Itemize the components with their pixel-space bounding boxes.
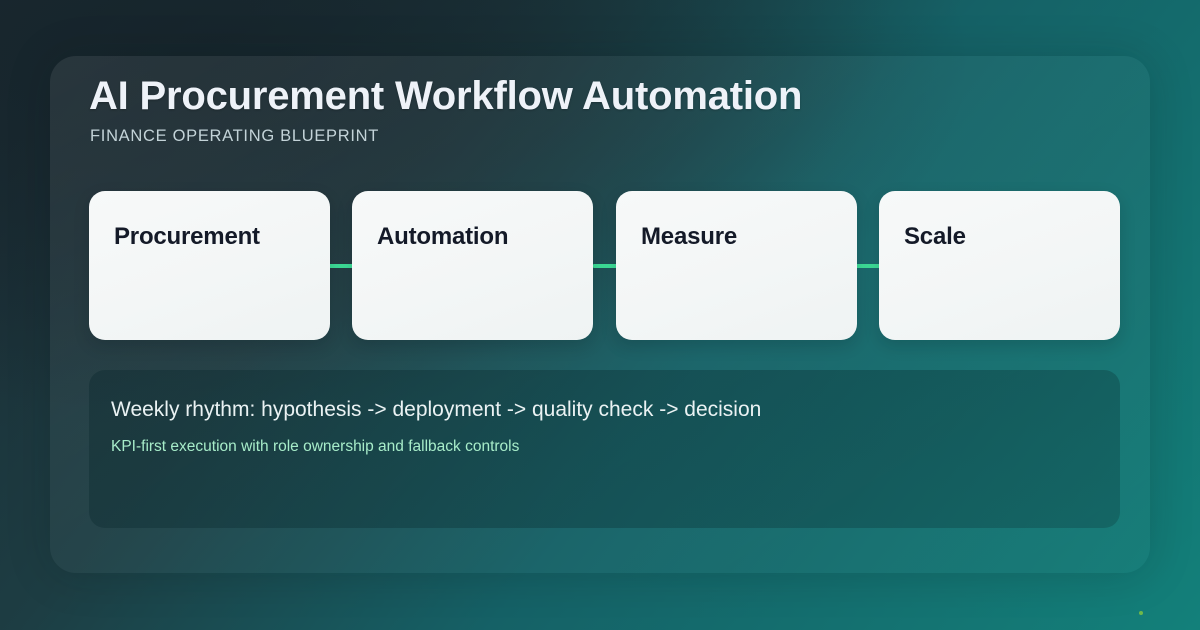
summary-headline: Weekly rhythm: hypothesis -> deployment … (111, 398, 762, 421)
step-card-label: Scale (904, 223, 966, 250)
step-card-measure[interactable]: Measure (616, 191, 857, 340)
workflow-step-list: Procurement Automation Measure Scale (89, 191, 1120, 340)
step-connector-3 (856, 264, 885, 268)
step-card-label: Measure (641, 223, 737, 250)
step-card-label: Automation (377, 223, 509, 250)
step-card-automation[interactable]: Automation (352, 191, 593, 340)
step-card-procurement[interactable]: Procurement (89, 191, 330, 340)
step-connector-1 (329, 264, 358, 268)
summary-subline: KPI-first execution with role ownership … (111, 438, 520, 455)
content-panel: AI Procurement Workflow Automation FINAN… (50, 56, 1150, 573)
page-subtitle: FINANCE OPERATING BLUEPRINT (90, 127, 380, 145)
summary-panel: Weekly rhythm: hypothesis -> deployment … (89, 370, 1120, 528)
step-connector-2 (593, 264, 622, 268)
page-title: AI Procurement Workflow Automation (89, 74, 803, 118)
step-card-label: Procurement (114, 223, 260, 250)
step-card-scale[interactable]: Scale (879, 191, 1120, 340)
corner-accent-dot (1139, 611, 1143, 615)
